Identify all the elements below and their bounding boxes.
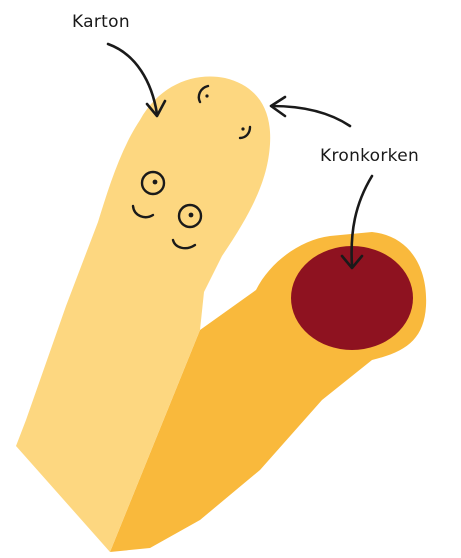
karton-arrow [108,44,157,114]
karton-label: Karton [72,12,130,32]
face-right-dot [241,127,244,130]
kronkorken-label: Kronkorken [320,146,419,166]
face-top-dot [205,94,208,97]
right-pupil [189,213,194,218]
left-pupil [153,180,158,185]
